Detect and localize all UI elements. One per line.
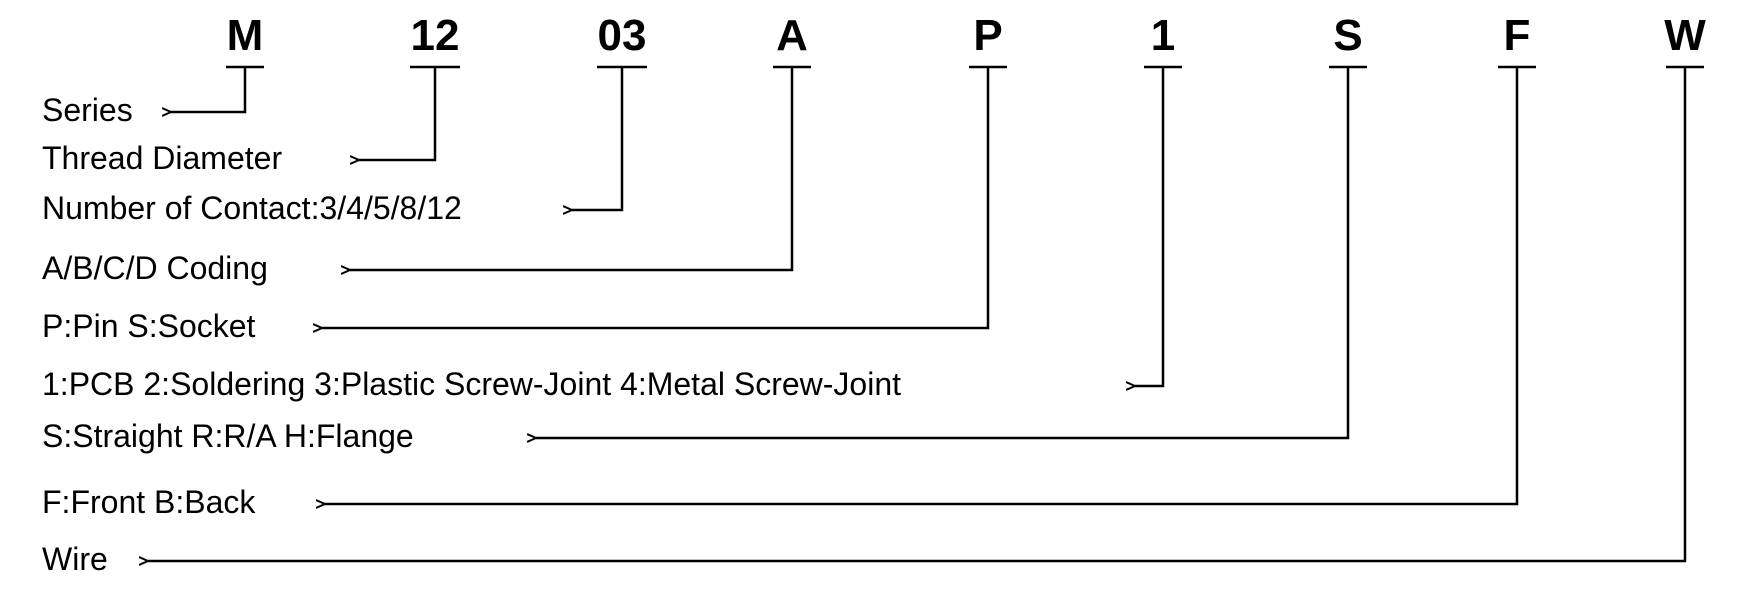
label-wire: Wire bbox=[42, 541, 108, 577]
code-segment-shape: S bbox=[1333, 11, 1363, 60]
connector-thread-diameter bbox=[359, 67, 437, 160]
code-segment-pin-socket: P bbox=[973, 11, 1003, 60]
label-coding: A/B/C/D Coding bbox=[42, 250, 268, 286]
code-segment-series: M bbox=[226, 11, 264, 60]
connector-wire bbox=[148, 67, 1687, 561]
connector-pin-socket bbox=[322, 67, 990, 328]
code-segment-contacts: 03 bbox=[597, 11, 647, 60]
label-shape: S:Straight R:R/A H:Flange bbox=[42, 418, 414, 454]
label-contacts: Number of Contact:3/4/5/8/12 bbox=[42, 190, 462, 226]
connector-contacts bbox=[572, 67, 624, 210]
label-pin-socket: P:Pin S:Socket bbox=[42, 308, 256, 344]
label-mounting: F:Front B:Back bbox=[42, 484, 256, 520]
code-segment-termination: 1 bbox=[1150, 11, 1176, 60]
connector-mounting bbox=[325, 67, 1519, 504]
connector-coding bbox=[350, 67, 794, 270]
code-segment-thread-diameter: 12 bbox=[410, 11, 460, 60]
code-segment-coding: A bbox=[776, 11, 808, 60]
code-segment-mounting: F bbox=[1503, 11, 1531, 60]
label-series: Series bbox=[42, 92, 133, 128]
label-termination: 1:PCB 2:Soldering 3:Plastic Screw-Joint … bbox=[42, 366, 902, 402]
code-segment-wire: W bbox=[1664, 11, 1706, 60]
connector-series bbox=[171, 67, 247, 112]
connector-termination bbox=[1135, 67, 1165, 386]
connector-shape bbox=[536, 67, 1350, 438]
label-thread-diameter: Thread Diameter bbox=[42, 140, 283, 176]
